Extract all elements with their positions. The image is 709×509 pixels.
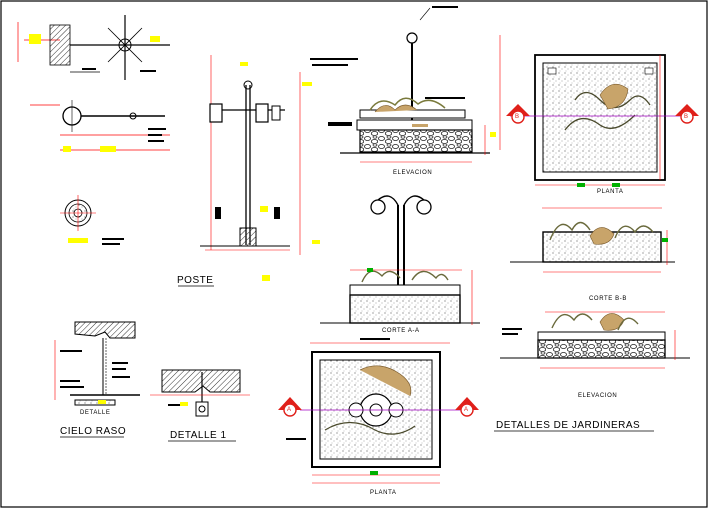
poste-elevation-drawing (200, 55, 320, 281)
detalle-1-title: DETALLE 1 (170, 430, 227, 441)
pole-arm-detail (30, 100, 170, 152)
pole-base-section-detail (60, 195, 124, 245)
section-marker-b-right (675, 104, 699, 124)
section-marker-b-left-label: B (515, 114, 520, 120)
section-marker-a-right (455, 397, 479, 417)
detalle-1-drawing (150, 369, 250, 417)
section-marker-a-left (278, 397, 302, 417)
corte-bb-drawing (510, 207, 675, 273)
elevacion-right-title: ELEVACION (578, 393, 618, 399)
section-marker-b-left (506, 104, 530, 124)
corte-aa-title: CORTE A-A (382, 328, 420, 334)
poste-title: POSTE (177, 275, 214, 286)
cielo-raso-drawing (54, 321, 140, 406)
corte-aa-drawing (320, 195, 480, 325)
pole-joint-detail-top (17, 15, 170, 80)
cielo-raso-title: CIELO RASO (60, 426, 127, 437)
section-marker-a-right-label: A (464, 407, 469, 413)
planta-top-drawing (510, 54, 690, 187)
planta-bottom-drawing (286, 338, 462, 484)
corte-bb-title: CORTE B-B (589, 296, 627, 302)
elevacion-planter-drawing (310, 6, 501, 163)
section-marker-a-left-label: A (287, 407, 292, 413)
elevacion-right-drawing (500, 311, 690, 369)
elevacion-top-title: ELEVACION (393, 170, 433, 176)
detalles-jardineras-title: DETALLES DE JARDINERAS (496, 420, 641, 431)
planta-top-title: PLANTA (597, 189, 624, 195)
planta-bottom-title: PLANTA (370, 490, 397, 496)
cielo-raso-detalle-label: DETALLE (80, 410, 111, 416)
section-marker-b-right-label: B (684, 114, 689, 120)
